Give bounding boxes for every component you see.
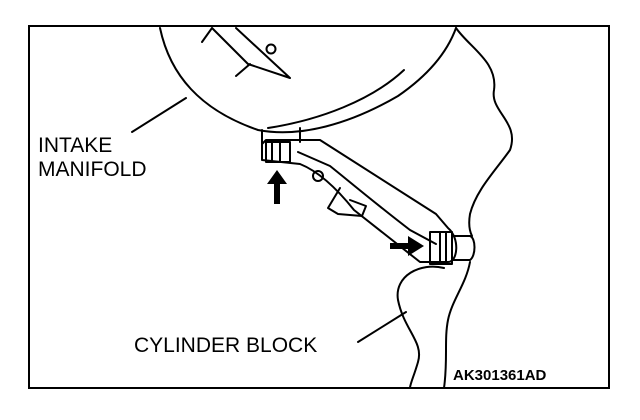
upper-bolt-arrow xyxy=(267,170,287,204)
intake-manifold-inner-contour xyxy=(267,69,405,129)
cylinder-block-edge-lower xyxy=(396,265,445,389)
stay-bracket-hole xyxy=(312,170,324,182)
stay-bracket-outline xyxy=(261,139,458,263)
intake-manifold-body xyxy=(159,27,457,134)
cylinder-block-edge-right xyxy=(443,261,471,389)
intake-manifold-label-line1: INTAKE xyxy=(38,134,112,157)
manifold-cover-bolt xyxy=(265,43,277,55)
figure-frame xyxy=(28,25,610,389)
cylinder-block-edge-upper xyxy=(455,27,513,237)
cylinder-block-label: CYLINDER BLOCK xyxy=(134,334,317,357)
cylinder-block-leader xyxy=(357,311,407,343)
intake-manifold-label-line2: MANIFOLD xyxy=(38,158,147,181)
manifold-cover-lines xyxy=(201,27,291,79)
lower-bolt xyxy=(429,231,453,265)
stay-bracket-tab xyxy=(327,187,367,217)
stay-bracket-fold-line xyxy=(297,151,437,245)
intake-manifold-leader xyxy=(131,97,187,133)
lower-bolt-washer xyxy=(451,235,476,261)
indicator-arrows xyxy=(267,170,424,256)
lower-bolt-arrow xyxy=(390,236,424,256)
diagram-artwork xyxy=(131,27,513,389)
upper-bolt xyxy=(265,141,291,163)
figure-code: AK301361AD xyxy=(453,367,547,384)
